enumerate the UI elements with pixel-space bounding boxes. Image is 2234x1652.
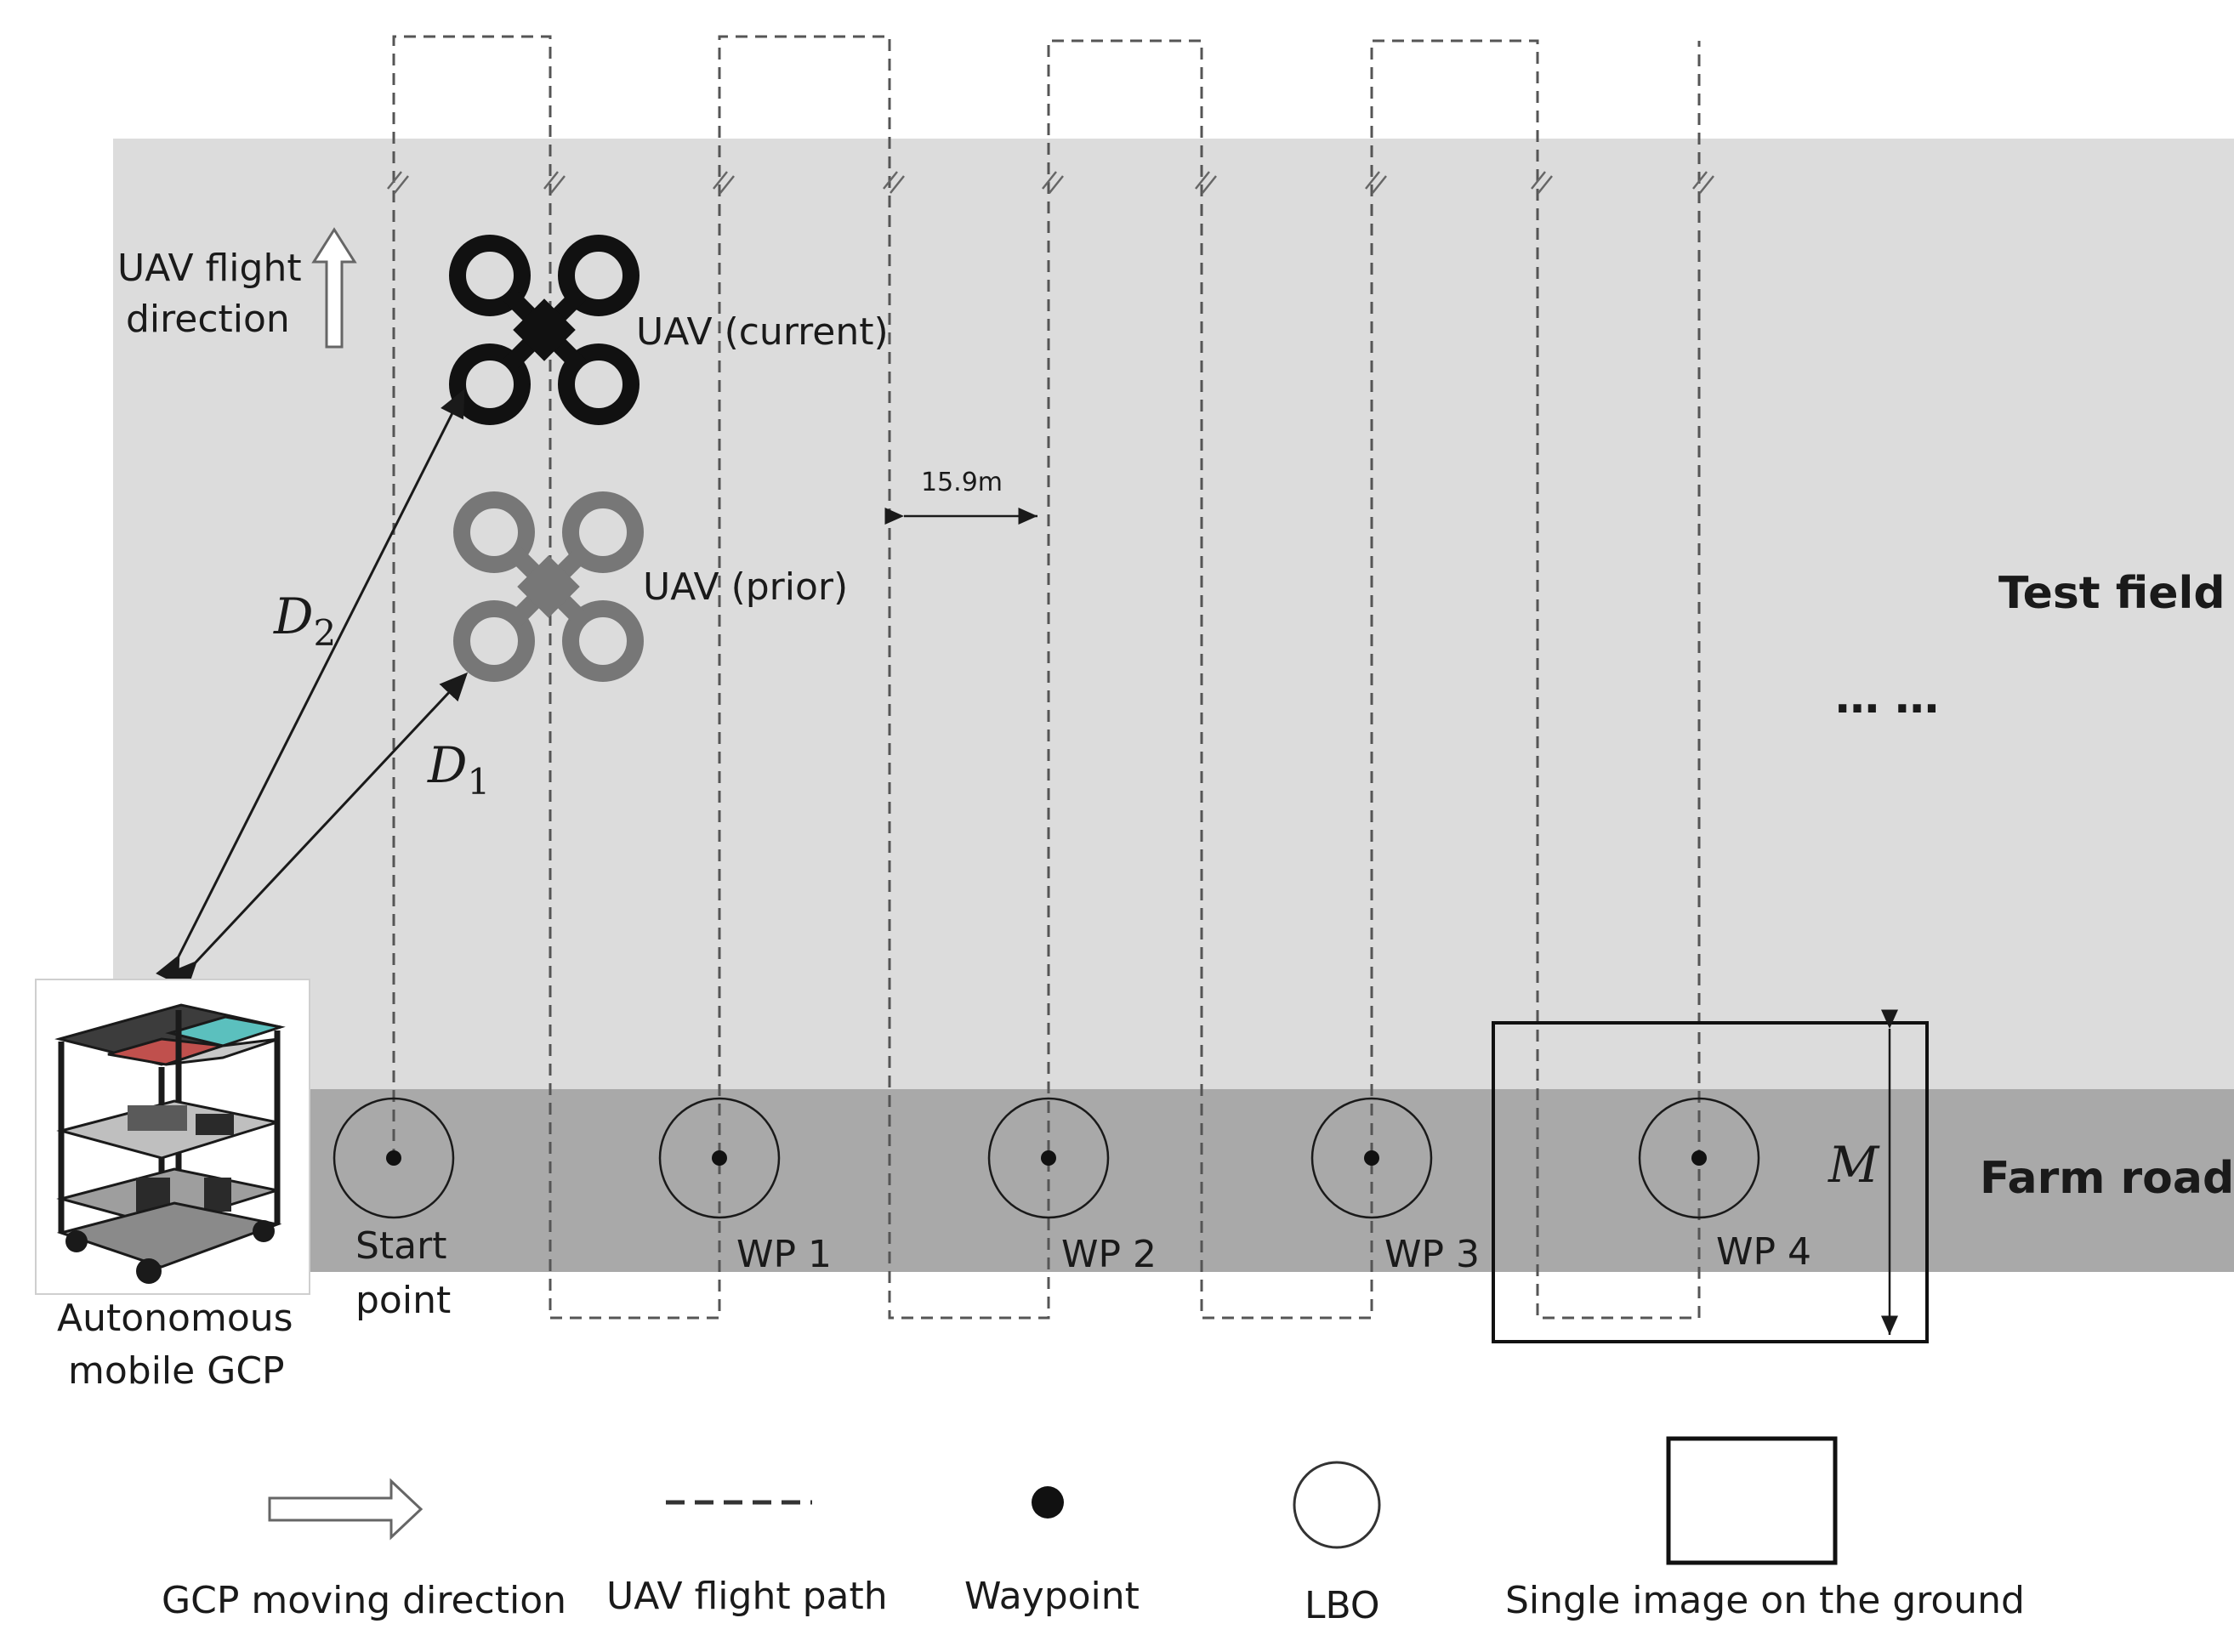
legend-waypoint-label: Waypoint [964, 1575, 1140, 1618]
distance-d1-label: D1 [427, 736, 490, 803]
waypoint-1 [658, 1097, 781, 1219]
waypoint-start [333, 1097, 455, 1219]
uav-direction-label-line1: UAV flight [117, 247, 302, 290]
farm-road-region [306, 1089, 2234, 1272]
test-field-label: Test field [1998, 568, 2225, 619]
uav-prior-label: UAV (prior) [643, 565, 848, 609]
distance-d1-line [168, 672, 469, 991]
waypoint-2-label: WP 2 [1061, 1233, 1157, 1276]
spacing-label: 15.9m [921, 468, 1003, 497]
distance-d2-label: D2 [273, 588, 336, 654]
waypoint-start-label-line2: point [355, 1279, 451, 1322]
waypoint-4-label: WP 4 [1716, 1230, 1811, 1274]
uav-current-label: UAV (current) [636, 310, 889, 354]
legend-gcp-direction-label: GCP moving direction [162, 1579, 566, 1622]
legend-lbo-label: LBO [1305, 1584, 1380, 1627]
waypoint-2 [987, 1097, 1110, 1219]
legend-single-image-label: Single image on the ground [1505, 1579, 2025, 1622]
uav-current-icon [449, 235, 640, 425]
waypoint-4 [1638, 1097, 1760, 1219]
uav-direction-label-line2: direction [126, 298, 290, 341]
legend-single-image-rect-icon [1666, 1436, 1838, 1565]
legend-lbo-circle-icon [1293, 1461, 1381, 1549]
uav-flight-path [387, 35, 1714, 1320]
legend: GCP moving direction UAV flight path Way… [162, 1436, 2025, 1627]
m-dimension-label: M [1828, 1136, 1880, 1194]
test-field-region [113, 139, 2234, 1089]
waypoint-3-label: WP 3 [1384, 1233, 1480, 1276]
continuation-ellipsis: … … [1835, 673, 1939, 724]
uav-direction-arrow-icon [311, 227, 357, 349]
legend-waypoint-dot-icon [1032, 1486, 1064, 1519]
gcp-cart-icon [35, 979, 310, 1295]
legend-gcp-direction-arrow-icon [268, 1478, 423, 1541]
waypoint-3 [1310, 1097, 1433, 1219]
legend-flight-path-label: UAV flight path [606, 1575, 888, 1618]
gcp-label-line2: mobile GCP [68, 1349, 285, 1393]
single-image-rect [1492, 1021, 1929, 1343]
farm-road-label: Farm road [1980, 1153, 2234, 1204]
waypoint-1-label: WP 1 [736, 1233, 832, 1276]
waypoint-start-label-line1: Start [355, 1224, 447, 1268]
gcp-label-line1: Autonomous [57, 1297, 293, 1340]
